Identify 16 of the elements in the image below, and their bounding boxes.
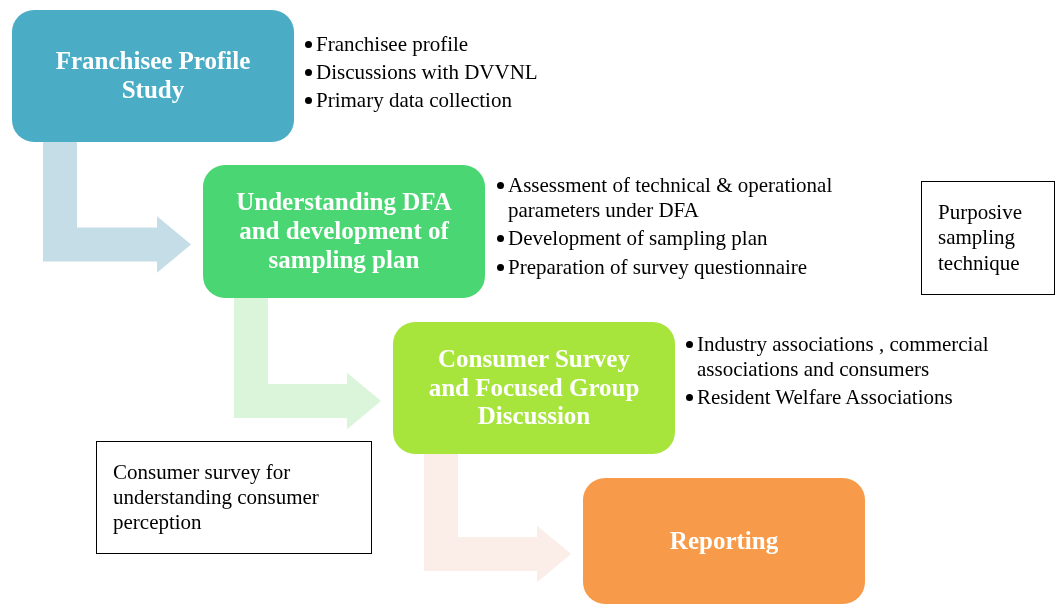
bullet-text: Primary data collection bbox=[316, 88, 512, 114]
bullet-text: Assessment of technical & operational parameters under DFA bbox=[508, 173, 834, 224]
process-box: Understanding DFA and development of sampling plan bbox=[203, 165, 485, 298]
bullet-text: Industry associations , commercial associations and consumers bbox=[697, 332, 990, 383]
bullet-text: Resident Welfare Associations bbox=[697, 385, 953, 411]
block-arrow bbox=[234, 298, 381, 430]
process-box: Reporting bbox=[583, 478, 865, 604]
note-box: Purposive sampling technique bbox=[921, 181, 1055, 295]
bullet-text: Development of sampling plan bbox=[508, 226, 768, 252]
bullet-text: Preparation of survey questionnaire bbox=[508, 254, 808, 280]
block-arrow bbox=[424, 454, 571, 583]
bullet-text: Franchisee profile bbox=[316, 32, 469, 58]
process-box: Franchisee Profile Study bbox=[12, 10, 294, 142]
note-box: Consumer survey for understanding consumer perception bbox=[96, 441, 372, 554]
bullet-text: Discussions with DVVNL bbox=[316, 60, 538, 86]
process-box: Consumer Survey and Focused Group Discussion bbox=[393, 322, 675, 454]
